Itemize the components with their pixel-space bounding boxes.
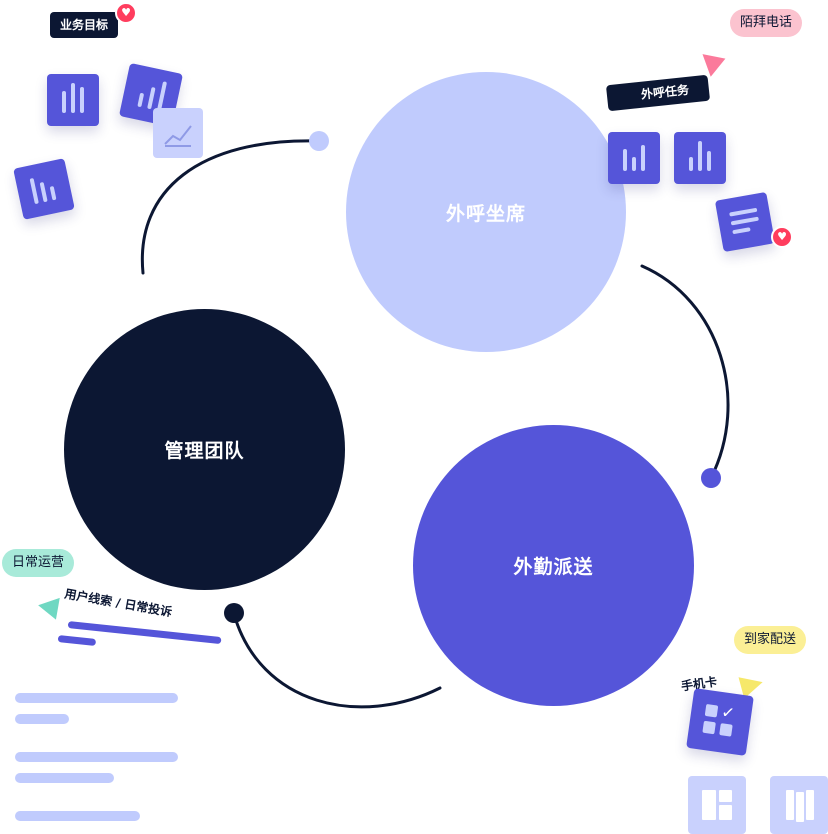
- map-icon: [770, 776, 828, 834]
- circle-field-delivery: 外勤派送: [413, 425, 694, 706]
- line-chart-icon: [153, 108, 203, 158]
- heart-icon: ♥: [115, 2, 137, 24]
- arc-bottom: [232, 612, 442, 709]
- circle-management-team: 管理团队: [64, 309, 345, 590]
- tag-business-goal: 业务目标: [50, 12, 119, 38]
- tag-home-delivery-label: 到家配送: [744, 632, 797, 647]
- layout-icon: [688, 776, 746, 834]
- placeholder-line: [15, 811, 140, 821]
- heart-icon: ♥: [771, 226, 793, 248]
- bar-chart-icon: [608, 132, 660, 184]
- placeholder-line: [15, 773, 114, 783]
- bar-chart-icon: [674, 132, 726, 184]
- dot-right: [701, 468, 721, 488]
- tag-home-delivery: 到家配送: [734, 626, 807, 654]
- flag-icon: [36, 594, 60, 620]
- arc-top-left: [140, 139, 320, 275]
- check-grid-icon: ✓: [686, 688, 754, 756]
- placeholder-line: [15, 714, 69, 724]
- placeholder-line: [15, 693, 178, 703]
- bar-chart-icon: [13, 158, 75, 220]
- tag-daily-ops: 日常运营: [2, 549, 75, 577]
- tag-stranger-call-label: 陌拜电话: [740, 15, 793, 30]
- dot-top: [309, 131, 329, 151]
- tag-business-goal-label: 业务目标: [60, 18, 109, 32]
- tag-daily-ops-label: 日常运营: [12, 555, 65, 570]
- circle-outbound-seat-label: 外呼坐席: [445, 202, 526, 225]
- circle-field-delivery-label: 外勤派送: [513, 556, 594, 578]
- dot-bottom: [224, 603, 244, 623]
- circle-outbound-seat: 外呼坐席: [346, 72, 626, 352]
- arc-right: [640, 264, 730, 480]
- document-icon: [714, 191, 776, 253]
- circle-management-team-label: 管理团队: [164, 440, 245, 462]
- bar-chart-icon: [47, 74, 99, 126]
- tag-stranger-call: 陌拜电话: [730, 9, 803, 37]
- tag-outbound-task-label: 外呼任务: [640, 82, 690, 102]
- placeholder-line: [15, 752, 178, 762]
